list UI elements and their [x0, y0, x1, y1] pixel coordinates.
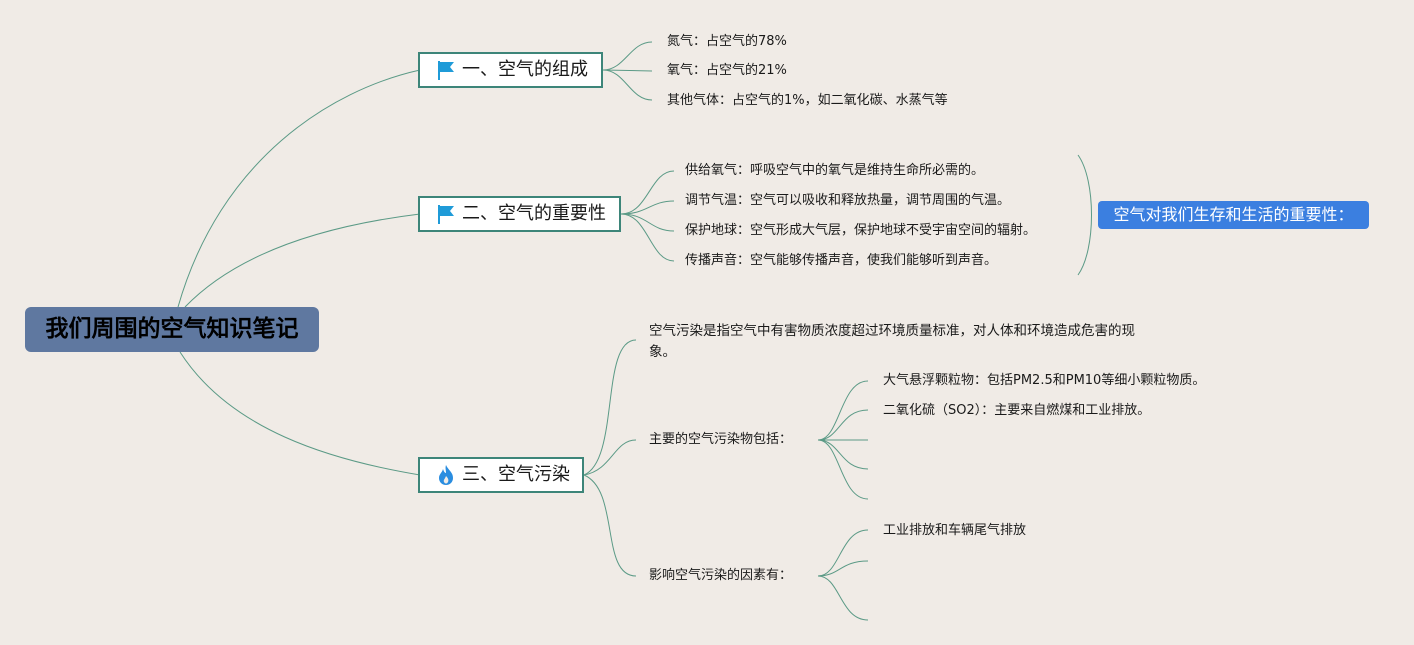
leaf-transmit-sound: 传播声音：空气能够传播声音，使我们能够听到声音。 — [685, 253, 998, 268]
leaf-regulate-temp: 调节气温：空气可以吸收和释放热量，调节周围的气温。 — [685, 193, 1011, 208]
leaf-particulates: 大气悬浮颗粒物：包括PM2.5和PM10等细小颗粒物质。 — [883, 373, 1206, 388]
branch-label: 三、空气污染 — [462, 464, 570, 485]
branch-label: 一、空气的组成 — [462, 59, 588, 80]
leaf-factors-heading: 影响空气污染的因素有： — [649, 568, 793, 583]
branch-label: 二、空气的重要性 — [462, 203, 606, 224]
leaf-nitrogen: 氮气：占空气的78% — [667, 34, 787, 49]
leaf-pollutants-heading: 主要的空气污染物包括： — [649, 432, 793, 447]
leaf-other-gases: 其他气体：占空气的1%，如二氧化碳、水蒸气等 — [667, 93, 948, 108]
flag-icon — [438, 61, 454, 80]
flag-icon — [438, 205, 454, 224]
leaf-protect-earth: 保护地球：空气形成大气层，保护地球不受宇宙空间的辐射。 — [685, 223, 1037, 238]
leaf-emissions: 工业排放和车辆尾气排放 — [883, 523, 1027, 538]
root-topic[interactable]: 我们周围的空气知识笔记 — [25, 307, 319, 352]
branch-composition[interactable]: 一、空气的组成 — [418, 52, 603, 88]
leaf-definition: 空气污染是指空气中有害物质浓度超过环境质量标准，对人体和环境造成危害的现象。 — [649, 323, 1135, 360]
branch-pollution[interactable]: 三、空气污染 — [418, 457, 584, 493]
summary-callout[interactable]: 空气对我们生存和生活的重要性： — [1098, 201, 1369, 229]
leaf-supply-oxygen: 供给氧气：呼吸空气中的氧气是维持生命所必需的。 — [685, 163, 985, 178]
leaf-oxygen: 氧气：占空气的21% — [667, 63, 787, 78]
fire-icon — [439, 465, 453, 485]
leaf-so2: 二氧化硫（SO2）：主要来自燃煤和工业排放。 — [883, 403, 1151, 418]
branch-importance[interactable]: 二、空气的重要性 — [418, 196, 621, 232]
